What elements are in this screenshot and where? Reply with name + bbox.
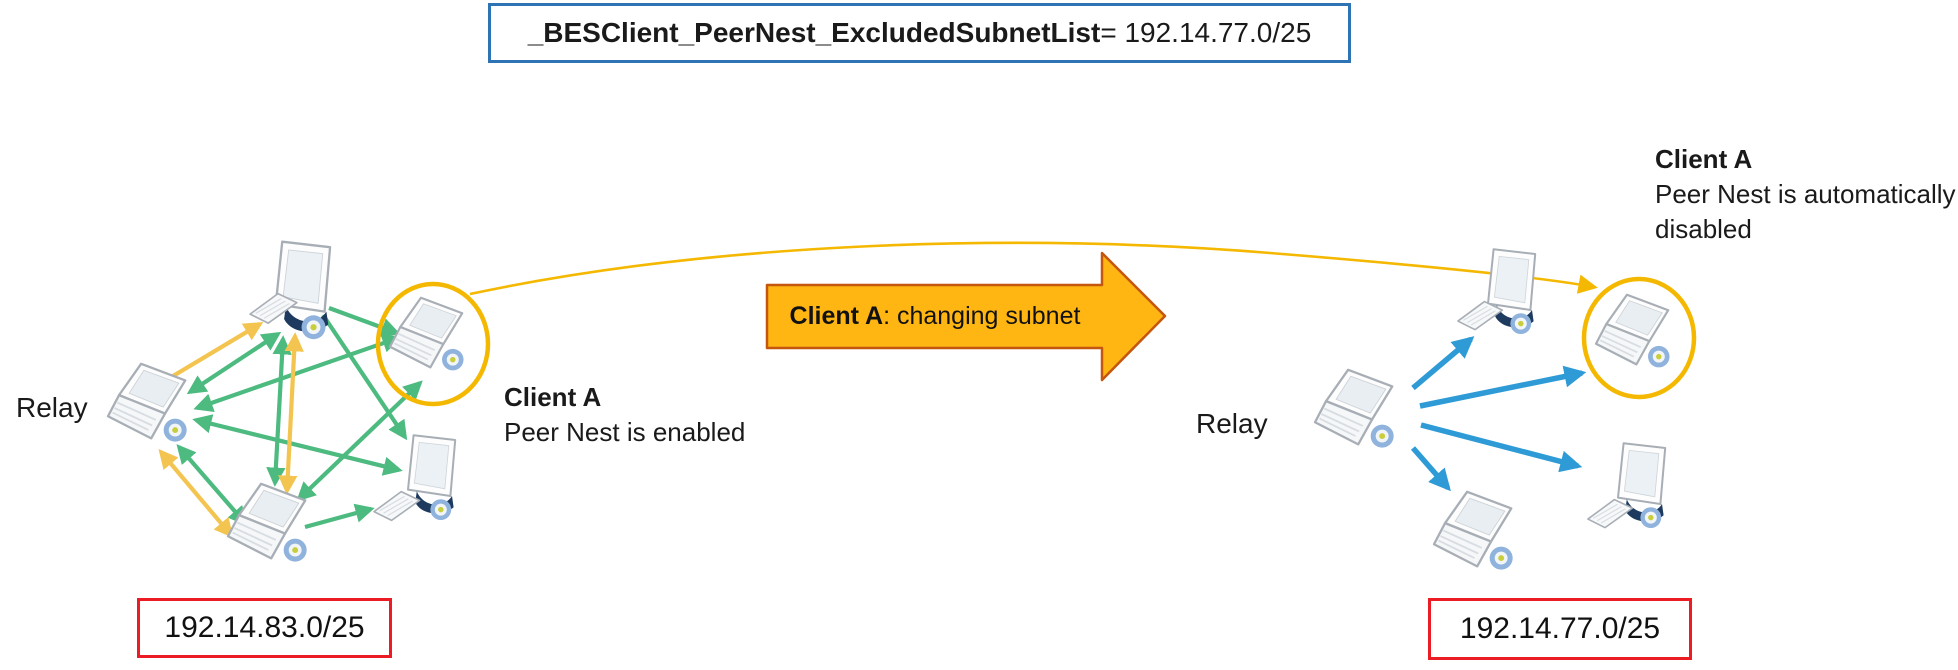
- laptop-icon: [1432, 490, 1514, 571]
- laptop-icon: [106, 362, 188, 443]
- client-a-right-label: Client A Peer Nest is automatically disa…: [1655, 142, 1958, 247]
- relay-link: [1420, 422, 1583, 473]
- relay-link: [1411, 336, 1475, 391]
- client-highlight-circle: [375, 281, 491, 407]
- peer-link: [328, 306, 401, 337]
- subnet-right-value: 192.14.77.0/25: [1459, 612, 1661, 645]
- transition-arrow-label-rest: : changing subnet: [883, 302, 1081, 330]
- keyboard-icon: [373, 490, 421, 522]
- laptop-icon: [1313, 368, 1395, 449]
- setting-name: _BESClient_PeerNest_ExcludedSubnetList: [527, 17, 1101, 48]
- setting-banner: _BESClient_PeerNest_ExcludedSubnetList =…: [488, 3, 1351, 63]
- relay-link: [278, 332, 304, 495]
- relay-link: [158, 449, 234, 538]
- relay-link: [1419, 365, 1587, 409]
- transition-arrow-label-bold: Client A: [789, 302, 884, 330]
- relay-link: [1410, 446, 1451, 492]
- left-peer-mesh-links: [176, 306, 423, 530]
- desktop-icon: [1616, 442, 1667, 530]
- peer-link: [304, 503, 375, 530]
- desktop-icon: [1486, 248, 1537, 336]
- left-cluster-devices: [106, 240, 491, 563]
- laptop-icon: [1594, 293, 1671, 369]
- client-a-left-label: Client A Peer Nest is enabled: [504, 380, 745, 450]
- peer-link: [296, 380, 423, 502]
- relay-label-left: Relay: [16, 392, 88, 423]
- subnet-left-value: 192.14.83.0/25: [164, 611, 365, 644]
- laptop-icon: [388, 296, 465, 372]
- right-relay-links: [1410, 336, 1587, 492]
- relay-label-right: Relay: [1196, 408, 1268, 439]
- client-a-right-title: Client A: [1655, 144, 1753, 174]
- peer-link: [193, 333, 402, 413]
- subnet-badge-left: 192.14.83.0/25: [137, 598, 392, 658]
- desktop-icon: [406, 434, 457, 522]
- transition-arrow-label: Client A: changing subnet: [770, 285, 1100, 348]
- desktop-icon: [274, 240, 332, 341]
- peer-link: [266, 335, 292, 487]
- client-a-right-desc-line2: disabled: [1655, 214, 1752, 244]
- client-a-left-title: Client A: [504, 382, 602, 412]
- laptop-icon: [226, 482, 308, 563]
- setting-value: = 192.14.77.0/25: [1100, 17, 1312, 48]
- peer-link: [192, 414, 403, 476]
- right-cluster-devices: [1313, 248, 1697, 571]
- client-a-left-desc: Peer Nest is enabled: [504, 417, 746, 447]
- subnet-badge-right: 192.14.77.0/25: [1428, 598, 1692, 660]
- client-highlight-circle: [1581, 276, 1697, 400]
- transition-arrow: [765, 251, 1167, 382]
- keyboard-icon: [1587, 498, 1634, 529]
- client-a-right-desc-line1: Peer Nest is automatically: [1655, 179, 1956, 209]
